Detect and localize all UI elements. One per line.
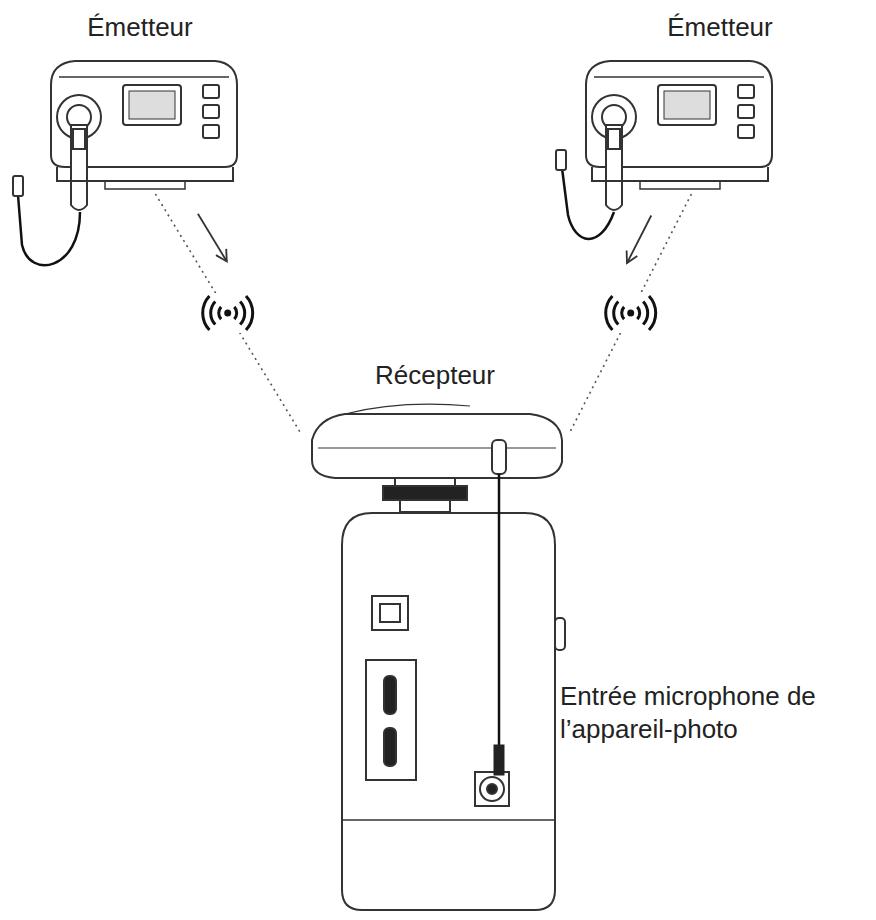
- camera-plug: [494, 745, 504, 775]
- symbol-arc: [234, 307, 236, 319]
- device-heading: Émetteur: [610, 12, 830, 43]
- mic-plug: [13, 176, 23, 196]
- mic-cable: [18, 195, 80, 265]
- direction-arrow: [198, 214, 227, 262]
- mic-plug: [556, 150, 566, 170]
- symbol-ground: [192, 293, 264, 333]
- receiver-drawing: [312, 404, 562, 512]
- symbol-arc: [240, 301, 245, 324]
- link-line: [570, 194, 691, 432]
- symbol-arc: [606, 296, 613, 330]
- symbol-arc: [637, 307, 639, 319]
- device-box: Émetteur: [30, 12, 250, 194]
- symbol-arc: [246, 296, 253, 330]
- link-line: [155, 194, 300, 432]
- arrow-head: [627, 251, 638, 264]
- device-box: Émetteur: [610, 12, 830, 194]
- symbol-arc: [649, 296, 656, 330]
- symbol-arc: [643, 301, 648, 324]
- transmitter-drawing: [51, 61, 237, 210]
- device-heading: Récepteur: [300, 360, 570, 391]
- arrow-head: [216, 249, 227, 262]
- symbol-arc: [614, 301, 619, 324]
- direction-arrow: [627, 216, 651, 264]
- symbol-ground: [595, 293, 667, 333]
- wireless-link: [155, 194, 300, 432]
- symbol-dot: [627, 310, 634, 317]
- mic-cable: [562, 168, 614, 239]
- symbol-arc: [203, 296, 210, 330]
- wireless-symbol: [595, 293, 667, 333]
- device-box: Récepteur: [300, 360, 570, 482]
- symbol-arc: [211, 301, 216, 324]
- symbol-arc: [219, 307, 221, 319]
- device-heading: Émetteur: [30, 12, 250, 43]
- camera-drawing: [342, 513, 565, 910]
- symbol-arc: [622, 307, 624, 319]
- camera-cable: [498, 474, 501, 745]
- transmitter-drawing: [586, 61, 772, 210]
- wireless-link: [570, 194, 691, 432]
- port-label: Entrée microphone de l’appareil-photo: [560, 680, 870, 745]
- symbol-dot: [224, 310, 231, 317]
- wireless-symbol: [192, 293, 264, 333]
